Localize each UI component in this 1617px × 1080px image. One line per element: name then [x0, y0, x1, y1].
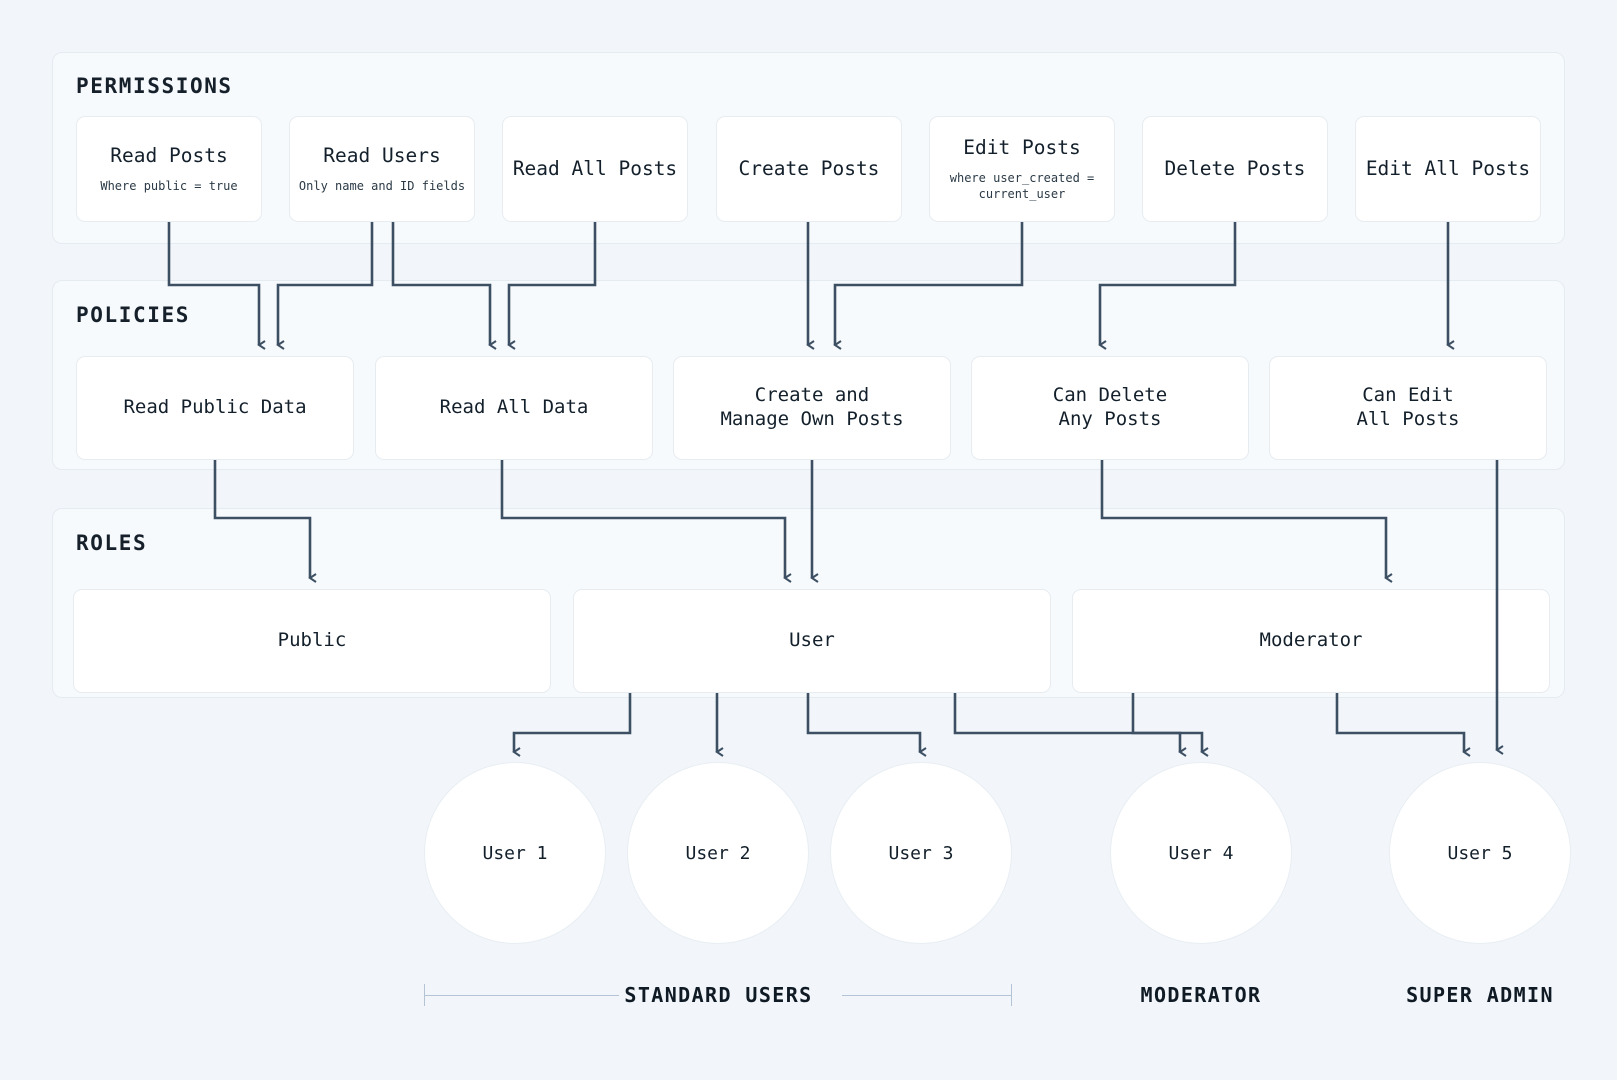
policy-title: Create and Manage Own Posts	[720, 384, 904, 430]
policy-title: Can Delete Any Posts	[1052, 384, 1168, 430]
permission-subtitle: Where public = true	[100, 179, 238, 194]
permission-node-read-all-posts[interactable]: Read All Posts	[502, 116, 688, 222]
user-label: User 1	[482, 842, 548, 864]
policy-node-read-all-data[interactable]: Read All Data	[375, 356, 653, 460]
permission-title: Read Posts	[110, 143, 228, 167]
permission-subtitle: Only name and ID fields	[298, 179, 466, 194]
permission-title: Create Posts	[738, 156, 880, 180]
permission-title: Read Users	[323, 143, 441, 167]
user-circle-4[interactable]: User 4	[1110, 762, 1292, 944]
policy-node-create-manage-own-posts[interactable]: Create and Manage Own Posts	[673, 356, 951, 460]
permissions-section-title: PERMISSIONS	[76, 74, 233, 98]
policy-node-read-public-data[interactable]: Read Public Data	[76, 356, 354, 460]
policy-node-can-edit-all-posts[interactable]: Can Edit All Posts	[1269, 356, 1547, 460]
roles-section-title: ROLES	[76, 531, 148, 555]
permission-node-edit-posts[interactable]: Edit Posts where user_created = current_…	[929, 116, 1115, 222]
policy-node-can-delete-any-posts[interactable]: Can Delete Any Posts	[971, 356, 1249, 460]
permission-title: Edit All Posts	[1365, 156, 1531, 180]
user-circle-5[interactable]: User 5	[1389, 762, 1571, 944]
role-node-moderator[interactable]: Moderator	[1072, 589, 1550, 693]
role-node-user[interactable]: User	[573, 589, 1051, 693]
bracket-line-right	[842, 995, 1012, 996]
role-title: Public	[277, 629, 347, 652]
role-title: User	[789, 629, 835, 652]
policy-title: Can Edit All Posts	[1356, 384, 1460, 430]
group-label-super-admin: SUPER ADMIN	[1406, 983, 1554, 1007]
bracket-cap-right	[1011, 984, 1012, 1006]
permission-node-delete-posts[interactable]: Delete Posts	[1142, 116, 1328, 222]
bracket-line-left	[424, 995, 619, 996]
user-circle-2[interactable]: User 2	[627, 762, 809, 944]
policy-title: Read All Data	[439, 396, 589, 419]
role-node-public[interactable]: Public	[73, 589, 551, 693]
policies-section-title: POLICIES	[76, 303, 190, 327]
user-label: User 2	[685, 842, 751, 864]
user-label: User 5	[1447, 842, 1513, 864]
permission-node-create-posts[interactable]: Create Posts	[716, 116, 902, 222]
permission-title: Edit Posts	[963, 135, 1081, 159]
role-title: Moderator	[1259, 629, 1363, 652]
permission-title: Read All Posts	[512, 156, 678, 180]
user-label: User 3	[888, 842, 954, 864]
user-circle-3[interactable]: User 3	[830, 762, 1012, 944]
permission-subtitle: where user_created = current_user	[949, 171, 1095, 202]
permission-node-read-users[interactable]: Read Users Only name and ID fields	[289, 116, 475, 222]
permission-node-edit-all-posts[interactable]: Edit All Posts	[1355, 116, 1541, 222]
user-circle-1[interactable]: User 1	[424, 762, 606, 944]
permission-title: Delete Posts	[1164, 156, 1306, 180]
policy-title: Read Public Data	[123, 396, 307, 419]
group-label-standard-users: STANDARD USERS	[624, 983, 813, 1007]
group-label-moderator: MODERATOR	[1140, 983, 1262, 1007]
permission-node-read-posts[interactable]: Read Posts Where public = true	[76, 116, 262, 222]
user-label: User 4	[1168, 842, 1234, 864]
